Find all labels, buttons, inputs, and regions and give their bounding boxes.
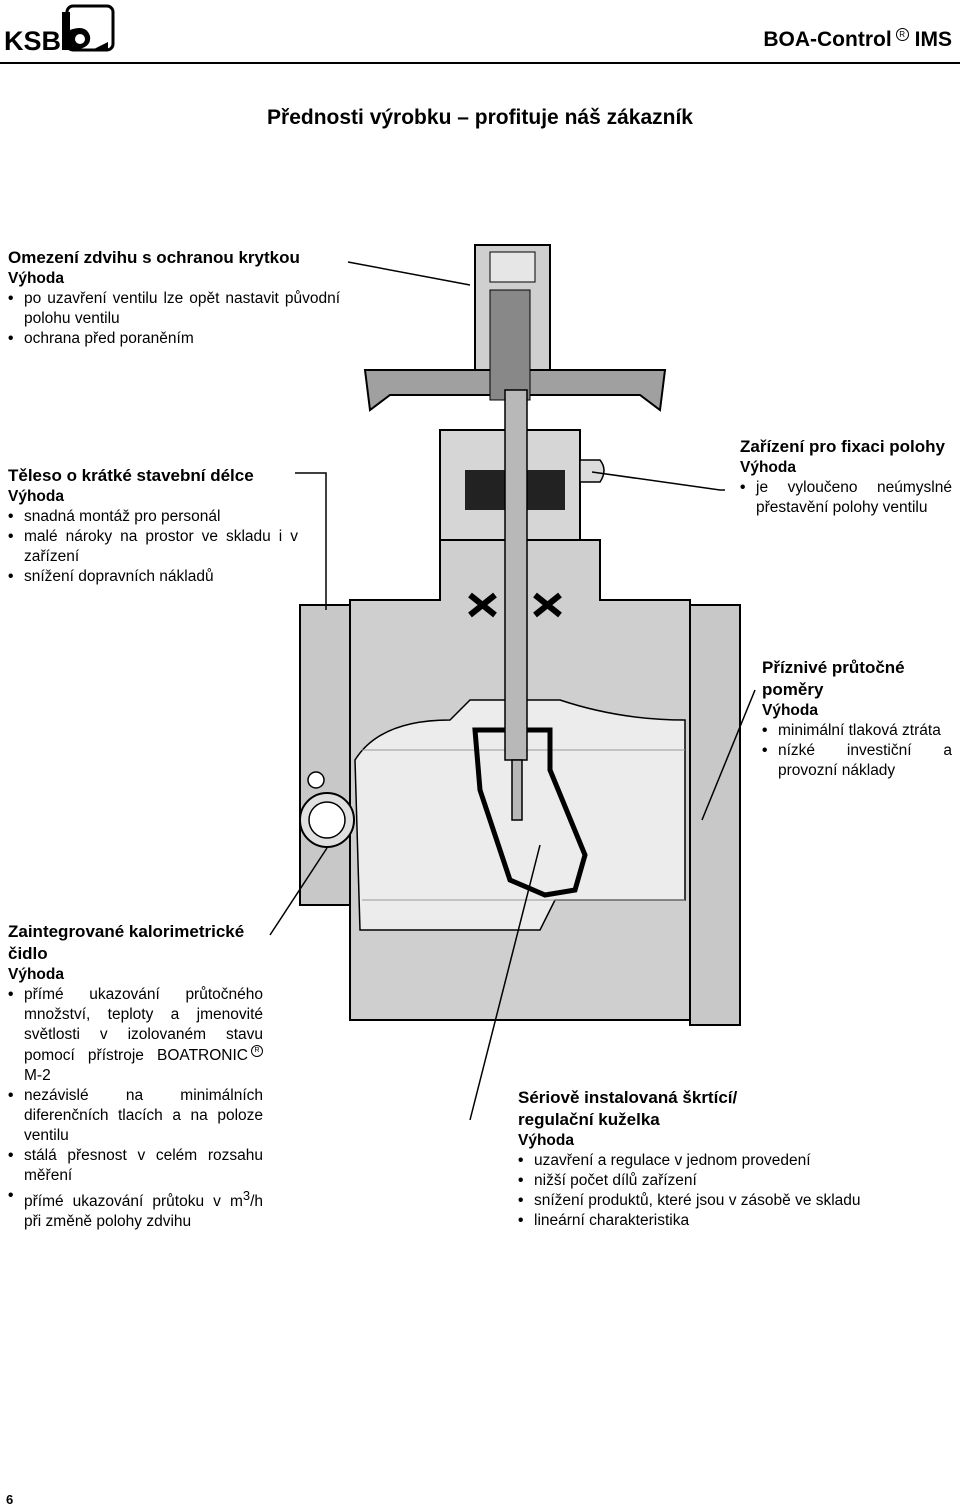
sensor-block: Zaintegrované kalorimetrické čidlo Výhod… [8,921,263,1232]
registered-mark: R [895,28,909,41]
advantage-label: Výhoda [8,966,64,983]
list-item: je vyloučeno neúmyslné přestavění polohy… [740,478,952,518]
list-item: minimální tlaková ztráta [762,721,952,741]
list-item: snadná montáž pro personál [8,507,298,527]
block-title: Omezení zdvihu s ochranou krytkou [8,248,300,267]
list-item: uzavření a regulace v jednom provedení [518,1151,938,1171]
list-item: nezávislé na minimálních diferenčních tl… [8,1086,263,1146]
throttle-disc-block: Sériově instalovaná škrtící/ regulační k… [518,1087,938,1231]
list-item: nízké investiční a provozní náklady [762,741,952,781]
logo-text: KSB [4,26,61,56]
list-item: přímé ukazování průtočného množství, tep… [8,985,263,1086]
list-item: snížení dopravních nákladů [8,567,298,587]
list-item: stálá přesnost v celém rozsahu měření [8,1146,263,1186]
advantage-label: Výhoda [8,488,64,505]
block-title: Příznivé průtočné poměry [762,658,905,699]
list-item: lineární charakteristika [518,1211,938,1231]
block-title: Sériově instalovaná škrtící/ regulační k… [518,1088,738,1129]
stroke-limit-block: Omezení zdvihu s ochranou krytkou Výhoda… [8,247,340,349]
page-title: Přednosti výrobku – profituje náš zákazn… [267,106,693,129]
list-item: po uzavření ventilu lze opět nastavit pů… [8,289,340,329]
header-rule [0,62,960,64]
short-body-block: Těleso o krátké stavební délce Výhoda sn… [8,465,298,587]
advantage-label: Výhoda [8,270,64,287]
block-title: Těleso o krátké stavební délce [8,466,254,485]
flow-conditions-block: Příznivé průtočné poměry Výhoda minimáln… [762,657,952,781]
list-item: přímé ukazování průtoku v m3/h při změně… [8,1186,263,1232]
position-lock-block: Zařízení pro fixaci polohy Výhoda je vyl… [740,436,952,518]
advantage-label: Výhoda [762,702,818,719]
list-item: malé nároky na prostor ve skladu i v zař… [8,527,298,567]
advantage-label: Výhoda [518,1132,574,1149]
list-item: nižší počet dílů zařízení [518,1171,938,1191]
registered-mark: R [251,1045,263,1057]
block-title: Zařízení pro fixaci polohy [740,437,945,456]
list-item: ochrana před poraněním [8,329,340,349]
list-item: snížení produktů, které jsou v zásobě ve… [518,1191,938,1211]
ksb-logo: KSB [4,2,124,60]
advantage-label: Výhoda [740,459,796,476]
block-title: Zaintegrované kalorimetrické čidlo [8,922,245,963]
page-number: 6 [6,1492,14,1507]
